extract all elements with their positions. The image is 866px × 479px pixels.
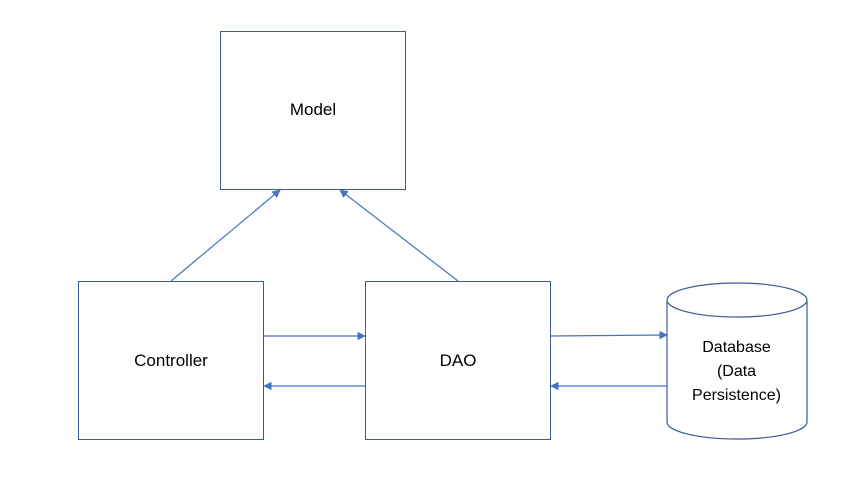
arrow-controller-to-model: [170, 189, 281, 282]
database-label-line-2: (Data: [716, 363, 757, 380]
dao-label: DAO: [439, 350, 477, 370]
model-box: Model: [220, 31, 406, 190]
controller-box: Controller: [78, 281, 264, 440]
arrow-dao-to-database: [550, 330, 668, 340]
dao-box: DAO: [365, 281, 551, 440]
model-label: Model: [289, 99, 337, 119]
database-label-line-3: Persistence): [692, 387, 781, 404]
arrow-dao-to-model: [339, 189, 459, 282]
database-cylinder: [666, 282, 808, 440]
database-label-line-1: Database: [702, 339, 771, 356]
controller-label: Controller: [134, 350, 208, 370]
database-label: Database (Data Persistence): [666, 336, 807, 408]
